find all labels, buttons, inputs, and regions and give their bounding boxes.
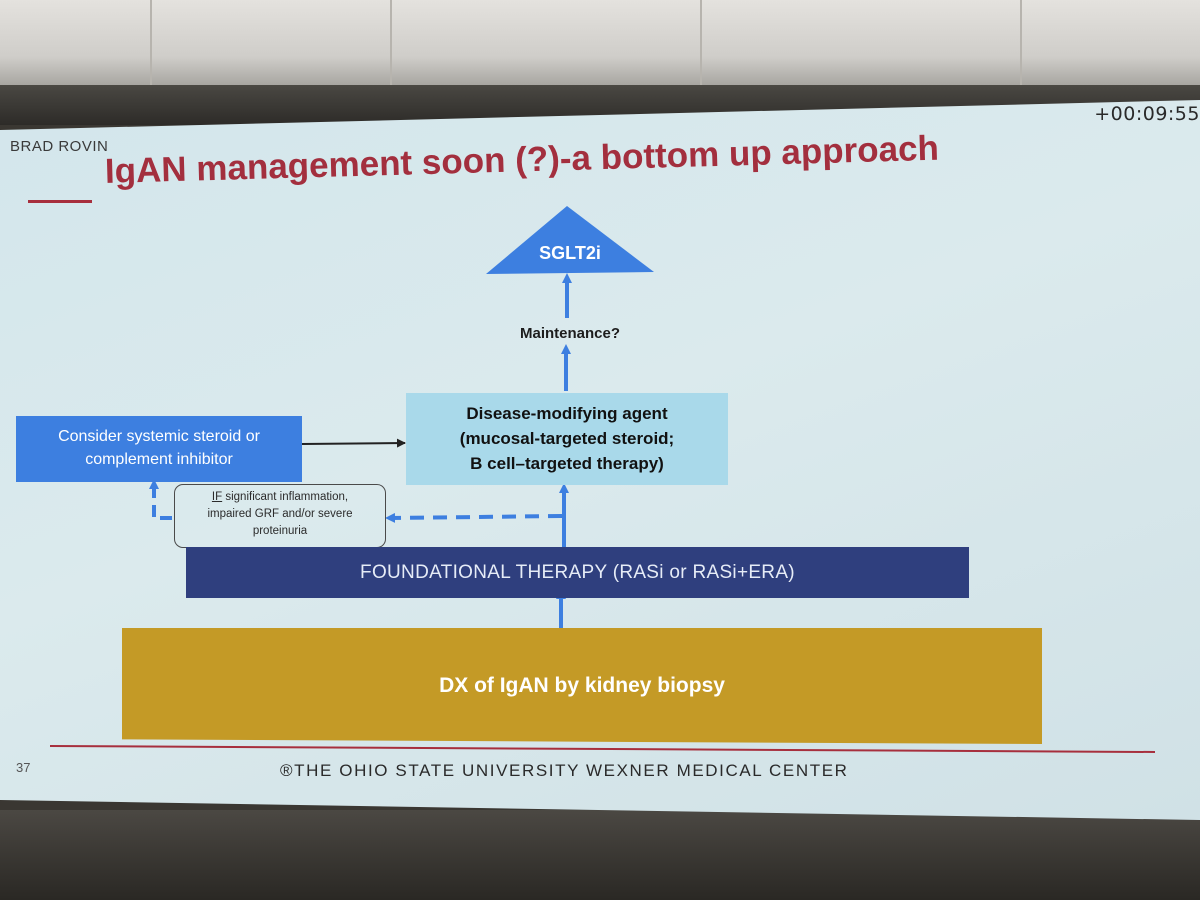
condition-line3: proteinuria — [252, 525, 308, 537]
title-accent-rule — [28, 200, 92, 203]
condition-line1-rest: significant inflammation, — [222, 491, 349, 503]
sglt2i-label: SGLT2i — [539, 243, 601, 263]
sglt2i-triangle — [486, 206, 654, 274]
footer-rule — [49, 745, 1156, 753]
disease-modifying-box: Disease-modifying agent (mucosal-targete… — [406, 393, 728, 485]
disease-modifying-line2: (mucosal-targeted steroid; — [459, 429, 675, 448]
systemic-line2: complement inhibitor — [85, 451, 233, 468]
condition-line2: impaired GRF and/or severe — [207, 508, 353, 520]
institution-footer: ®THE OHIO STATE UNIVERSITY WEXNER MEDICA… — [280, 761, 849, 780]
disease-modifying-line1: Disease-modifying agent — [466, 404, 668, 423]
foundational-therapy-bar: FOUNDATIONAL THERAPY (RASi or RASi+ERA) — [186, 547, 969, 598]
elapsed-timer: +00:09:55 — [1094, 103, 1200, 125]
slide-page-number: 37 — [16, 760, 31, 775]
condition-if-word: IF — [211, 491, 223, 503]
room-ceiling — [0, 0, 1200, 95]
maintenance-label: Maintenance? — [519, 325, 621, 342]
arrow-systemic-to-disease — [301, 438, 406, 448]
diagnosis-base-box: DX of IgAN by kidney biopsy — [122, 628, 1042, 744]
disease-modifying-line3: B cell–targeted therapy) — [470, 454, 664, 473]
systemic-line1: Consider systemic steroid or — [58, 428, 260, 445]
presenter-name: BRAD ROVIN — [10, 138, 109, 155]
systemic-therapy-box: Consider systemic steroid or complement … — [16, 416, 302, 482]
arrow-dashed-to-systemic — [149, 479, 172, 520]
condition-box: IF significant inflammation, impaired GR… — [174, 484, 386, 548]
condition-line1: IF significant inflammation, — [175, 489, 385, 506]
room-bottom — [0, 810, 1200, 900]
arrow-dashed-to-condition — [385, 512, 563, 523]
